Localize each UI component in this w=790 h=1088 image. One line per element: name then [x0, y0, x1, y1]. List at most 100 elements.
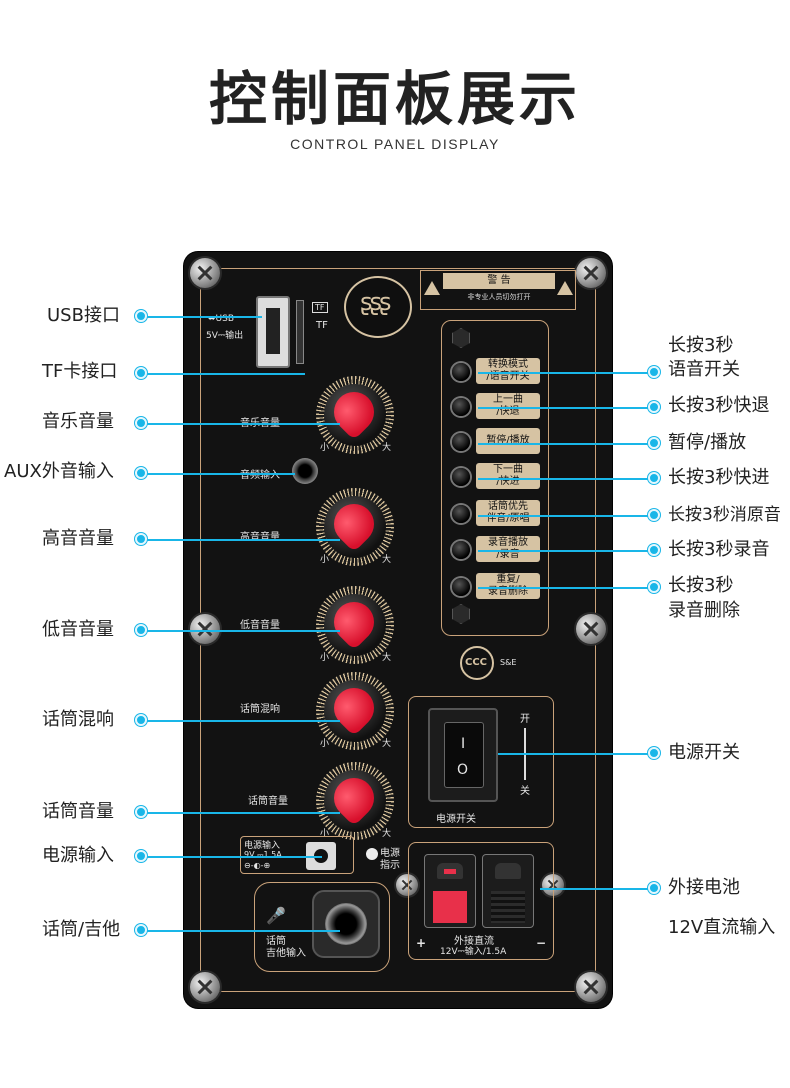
- callout-voice-2: 语音开关: [668, 359, 740, 380]
- warning-box: 警 告 非专业人员切勿打开: [420, 270, 576, 310]
- prev-label: 上一曲/快退: [476, 393, 540, 419]
- switch-off-mark: O: [457, 762, 469, 778]
- mode-voice-label: 转换模式/语音开关: [476, 358, 540, 384]
- callout-dot: [648, 544, 660, 556]
- power-switch-frame: [408, 696, 554, 828]
- knob-label-reverb: 话筒混响: [240, 704, 280, 715]
- callout-line: [147, 930, 340, 932]
- callout-dot: [648, 472, 660, 484]
- tf-card-slot[interactable]: [296, 300, 304, 364]
- callout-dot: [135, 310, 147, 322]
- play-pause-button[interactable]: [452, 433, 470, 451]
- screw-icon: [396, 874, 418, 896]
- ccc-cert-icon: [460, 646, 494, 680]
- screw-icon: [576, 258, 606, 288]
- callout-forward: 长按3秒快进: [668, 467, 770, 488]
- power-rocker[interactable]: [444, 722, 484, 788]
- knob-label-music: 音乐音量: [240, 414, 280, 429]
- battery-label: 外接直流: [454, 936, 494, 947]
- callout-dot: [648, 401, 660, 413]
- callout-line: [478, 478, 648, 480]
- mode-voice-button[interactable]: [452, 363, 470, 381]
- record-label: 录音播放/录音: [476, 536, 540, 562]
- callout-bass: 低音音量: [42, 619, 114, 640]
- aux-input-jack[interactable]: [292, 458, 318, 484]
- mic-guitar-jack[interactable]: [312, 890, 380, 958]
- power-switch-label: 电源开关: [436, 814, 476, 825]
- warning-icon: [424, 281, 440, 295]
- battery-spec: 12V⎓输入/1.5A: [440, 947, 507, 957]
- callout-vocal-remove: 长按3秒消原音: [668, 505, 781, 525]
- mic-label-2: 吉他输入: [266, 948, 306, 959]
- callout-aux: AUX外音输入: [4, 461, 114, 482]
- dc-input-frame: [240, 836, 354, 874]
- screw-icon: [576, 972, 606, 1002]
- next-button[interactable]: [452, 468, 470, 486]
- repeat-delete-button[interactable]: [452, 578, 470, 596]
- dc-spec: 9V ⎓1.5A: [244, 850, 282, 859]
- knob-label-bass: 低音音量: [240, 620, 280, 631]
- dc-polarity: ⊖-◐-⊕: [244, 861, 271, 870]
- callout-rewind: 长按3秒快退: [668, 395, 770, 416]
- mic-priority-button[interactable]: [452, 505, 470, 523]
- callout-dot: [135, 624, 147, 636]
- usb-output-label: 5V⎓输出: [206, 331, 244, 341]
- callout-dot: [135, 467, 147, 479]
- callout-line: [478, 550, 648, 552]
- mic-reverb-knob[interactable]: 小 大: [316, 672, 394, 750]
- callout-dot: [648, 581, 660, 593]
- callout-mic-guitar: 话筒/吉他: [42, 919, 121, 940]
- callout-tf: TF卡接口: [42, 361, 118, 382]
- plus-icon: +: [416, 936, 427, 950]
- record-button[interactable]: [452, 541, 470, 559]
- dc-label: 电源输入: [244, 841, 281, 851]
- knob-label-mic: 话筒音量: [248, 796, 288, 807]
- callout-dot: [648, 366, 660, 378]
- callout-line: [478, 587, 648, 589]
- switch-on-mark: I: [461, 736, 466, 752]
- callout-dot: [135, 367, 147, 379]
- tf-label: TF: [316, 320, 328, 331]
- callout-record: 长按3秒录音: [668, 539, 770, 560]
- usb-port[interactable]: [256, 296, 290, 368]
- callout-dot: [648, 747, 660, 759]
- treble-volume-knob[interactable]: 小 大: [316, 488, 394, 566]
- ccc-mark-text: S&E: [500, 658, 517, 667]
- hex-icon: [452, 328, 470, 348]
- callout-voice-1: 长按3秒: [668, 335, 734, 356]
- screw-icon: [190, 972, 220, 1002]
- callout-line: [147, 539, 340, 541]
- callout-dot: [135, 714, 147, 726]
- tf-badge: TF: [312, 302, 328, 313]
- bass-volume-knob[interactable]: 小 大: [316, 586, 394, 664]
- prev-button[interactable]: [452, 398, 470, 416]
- switch-off-label: 关: [520, 786, 530, 797]
- battery-terminal-positive[interactable]: [424, 854, 476, 928]
- warning-icon: [557, 281, 573, 295]
- callout-line: [478, 443, 648, 445]
- aux-label: 音频输入: [240, 470, 280, 481]
- callout-delete-1: 长按3秒: [668, 575, 734, 596]
- mic-icon: 🎤: [266, 906, 286, 925]
- callout-line: [498, 753, 648, 755]
- battery-terminal-negative[interactable]: [482, 854, 534, 928]
- callout-dot: [648, 509, 660, 521]
- page-subtitle: CONTROL PANEL DISPLAY: [290, 136, 500, 152]
- mic-volume-knob[interactable]: 小 大: [316, 762, 394, 840]
- callout-12v: 12V直流输入: [668, 917, 776, 938]
- callout-dot: [648, 437, 660, 449]
- callout-line: [478, 515, 648, 517]
- callout-treble: 高音音量: [42, 528, 114, 549]
- warning-title: 警 告: [443, 273, 555, 289]
- knob-label-treble: 高音音量: [240, 532, 280, 543]
- music-volume-knob[interactable]: 小 大: [316, 376, 394, 454]
- callout-line: [147, 720, 340, 722]
- callout-dot: [648, 882, 660, 894]
- callout-dot: [135, 533, 147, 545]
- callout-line: [147, 316, 262, 318]
- mic-label-1: 话筒: [266, 936, 286, 947]
- callout-delete-2: 录音删除: [668, 600, 740, 621]
- callout-play: 暂停/播放: [668, 432, 747, 453]
- play-pause-label: 暂停/播放: [476, 428, 540, 454]
- page-title: 控制面板展示: [208, 65, 581, 133]
